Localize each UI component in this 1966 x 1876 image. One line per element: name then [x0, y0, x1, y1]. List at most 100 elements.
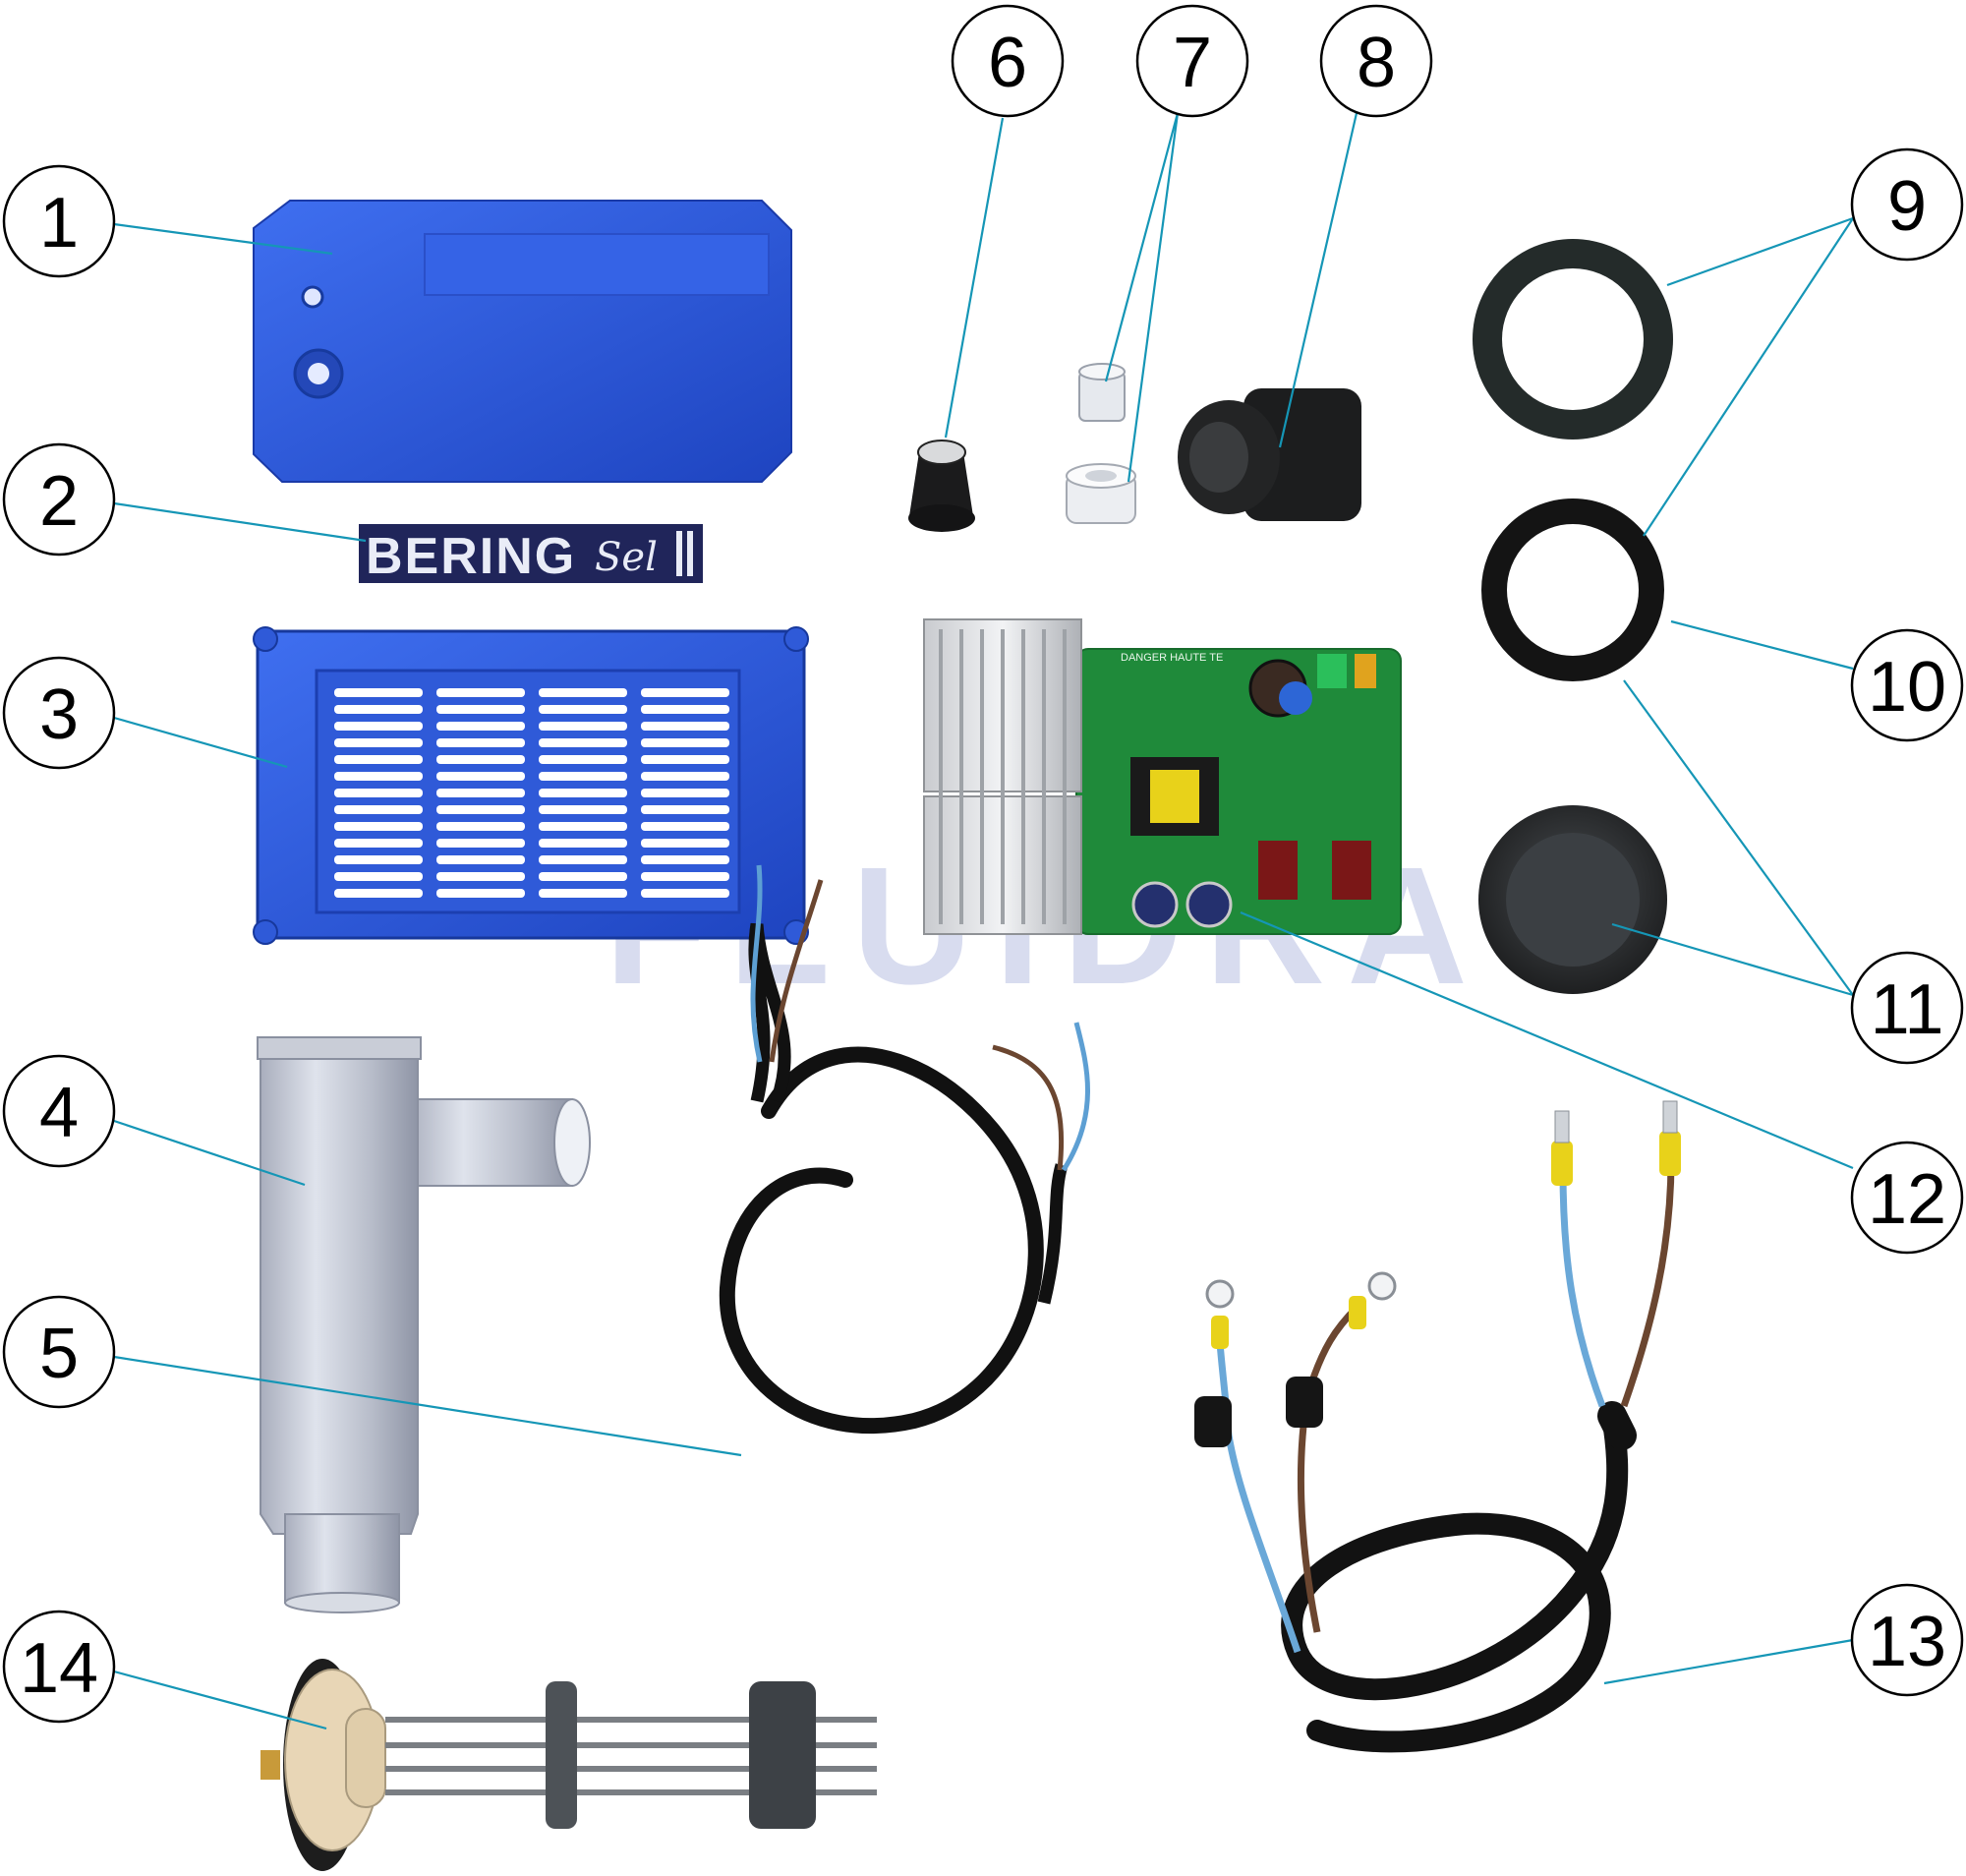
callout-number: 12 [1868, 1160, 1946, 1239]
callout-circle [1850, 147, 1964, 262]
callout-circle [2, 1054, 116, 1168]
vent-slot [539, 872, 627, 881]
vent-slot [334, 772, 423, 781]
callout-12: 12 [1850, 1141, 1964, 1255]
vent-slot [334, 889, 423, 898]
part-3-vented-case [253, 626, 809, 945]
callout-circle [1850, 951, 1964, 1065]
vent-slot [539, 805, 627, 814]
callout-number: 11 [1871, 970, 1944, 1049]
vent-slot [334, 738, 423, 747]
callout-4: 4 [2, 1054, 116, 1168]
heatsink-fin [1001, 629, 1005, 924]
callout-number: 6 [988, 24, 1027, 102]
callout-9: 9 [1850, 147, 1964, 262]
heatsink-fin [939, 629, 943, 924]
heatsink-fin [959, 629, 963, 924]
part-7-light-guides [1066, 363, 1136, 524]
callout-circle [1850, 628, 1964, 742]
vent-slot [641, 805, 729, 814]
callout-number: 5 [39, 1315, 79, 1393]
callout-7: 7 [1135, 4, 1249, 118]
vent-slot [334, 855, 423, 864]
vent-slot [641, 789, 729, 797]
vent-slot [641, 772, 729, 781]
callout-circle [2, 656, 116, 770]
vent-slot [436, 889, 525, 898]
vent-slot [641, 738, 729, 747]
part-5-short-cable [719, 864, 1090, 1434]
vent-slot [641, 755, 729, 764]
vent-slot [334, 722, 423, 731]
vent-slot [641, 705, 729, 714]
part-12-pcb-board: DANGER HAUTE TE [923, 618, 1402, 935]
vent-slot [436, 688, 525, 697]
part-6-knob [908, 440, 975, 532]
vent-slot [334, 839, 423, 848]
part-13-power-cable [1194, 1100, 1681, 1753]
part-10-o-ring [1481, 498, 1664, 681]
callout-number: 10 [1868, 648, 1946, 727]
callout-number: 8 [1357, 24, 1396, 102]
callout-circle [1850, 1141, 1964, 1255]
part-9-nut-ring [1473, 239, 1673, 440]
vent-slot [436, 855, 525, 864]
vent-slot [641, 839, 729, 848]
vent-slot [334, 705, 423, 714]
callout-number: 1 [39, 184, 79, 263]
callout-circle [2, 164, 116, 278]
brand-label-text: BERING [366, 528, 576, 585]
vent-slot [539, 839, 627, 848]
callout-8: 8 [1319, 4, 1433, 118]
callout-circle [951, 4, 1065, 118]
callout-number: 13 [1868, 1603, 1946, 1681]
callout-11: 11 [1850, 951, 1964, 1065]
callout-circle [1319, 4, 1433, 118]
vent-slot [539, 722, 627, 731]
part-14-electrode [260, 1659, 877, 1871]
vent-slot [641, 855, 729, 864]
vent-slots [334, 688, 729, 898]
heatsink-fin [1063, 629, 1067, 924]
vent-slot [539, 688, 627, 697]
callout-number: 7 [1173, 24, 1212, 102]
vent-slot [334, 789, 423, 797]
callout-circle [1850, 1583, 1964, 1697]
callout-number: 3 [39, 675, 79, 754]
callout-13: 13 [1850, 1583, 1964, 1697]
pcb-warning-text: DANGER HAUTE TE [1121, 652, 1223, 664]
part-1-front-cover [253, 200, 792, 483]
vent-slot [539, 789, 627, 797]
callout-circle [2, 1610, 116, 1724]
callout-5: 5 [2, 1295, 116, 1409]
vent-slot [334, 755, 423, 764]
vent-slot [436, 738, 525, 747]
vent-slot [334, 822, 423, 831]
vent-slot [436, 789, 525, 797]
vent-slot [436, 722, 525, 731]
callout-1: 1 [2, 164, 116, 278]
callout-number: 4 [39, 1074, 79, 1152]
callout-10: 10 [1850, 628, 1964, 742]
callout-6: 6 [951, 4, 1065, 118]
vent-slot [539, 705, 627, 714]
vent-slot [334, 805, 423, 814]
vent-slot [539, 889, 627, 898]
heatsink-fin [1021, 629, 1025, 924]
brand-label-script: Sel [595, 535, 658, 580]
heatsink-fin [980, 629, 984, 924]
heatsink-fins [939, 629, 1067, 924]
vent-slot [436, 805, 525, 814]
heatsink-fin [1042, 629, 1046, 924]
vent-slot [539, 755, 627, 764]
callout-number: 14 [20, 1629, 98, 1708]
callout-circle [2, 442, 116, 557]
vent-slot [436, 772, 525, 781]
callout-3: 3 [2, 656, 116, 770]
callout-circle [2, 1295, 116, 1409]
vent-slot [334, 872, 423, 881]
vent-slot [436, 755, 525, 764]
callout-14: 14 [2, 1610, 116, 1724]
